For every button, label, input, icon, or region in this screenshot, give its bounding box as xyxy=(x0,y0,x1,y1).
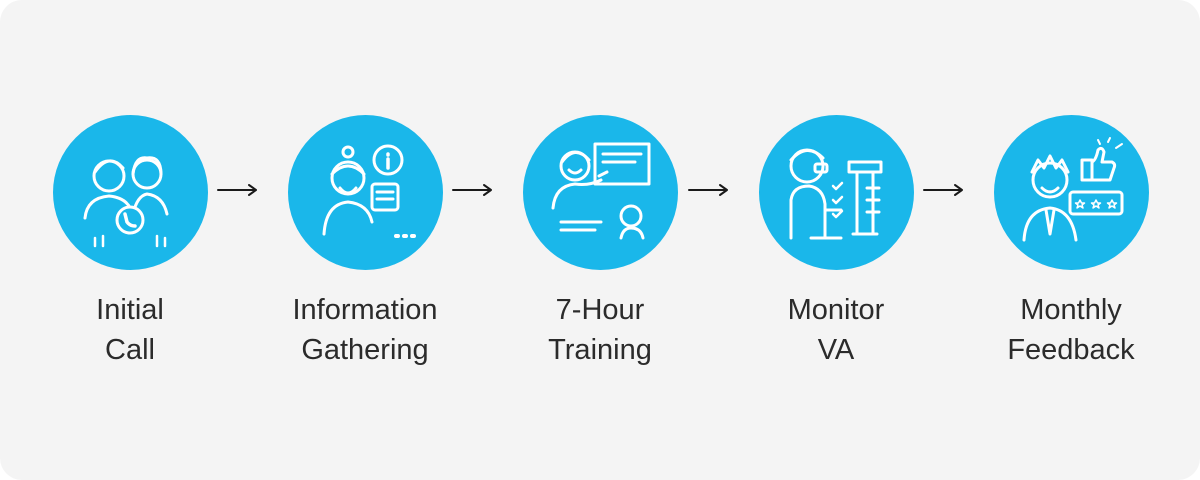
step-circle xyxy=(287,115,443,270)
arrow-right-icon xyxy=(923,184,963,196)
arrow-right-icon xyxy=(688,184,728,196)
arrow-right-icon xyxy=(217,184,257,196)
step-label: Monthly Feedback xyxy=(1007,294,1135,366)
step-label: Initial Call xyxy=(96,294,164,366)
step-7-hour-training: 7-Hour Training xyxy=(490,115,710,370)
phone-call-people-icon xyxy=(83,155,169,247)
step-information-gathering: Information Gathering xyxy=(255,115,475,370)
step-label: 7-Hour Training xyxy=(548,294,652,366)
step-circle xyxy=(758,115,914,270)
step-initial-call: Initial Call xyxy=(20,115,240,370)
step-label: Monitor VA xyxy=(787,294,885,366)
step-circle xyxy=(993,115,1149,270)
step-label: Information Gathering xyxy=(292,294,438,366)
step-monitor-va: Monitor VA xyxy=(726,115,946,370)
step-circle xyxy=(522,115,678,270)
feedback-thumbs-up-icon xyxy=(1022,136,1124,241)
step-circle xyxy=(52,115,208,270)
arrow-right-icon xyxy=(452,184,492,196)
step-monthly-feedback: Monthly Feedback xyxy=(961,115,1181,370)
monitor-checklist-icon xyxy=(789,148,883,239)
training-presentation-icon xyxy=(551,142,651,239)
info-gathering-icon xyxy=(322,144,416,238)
